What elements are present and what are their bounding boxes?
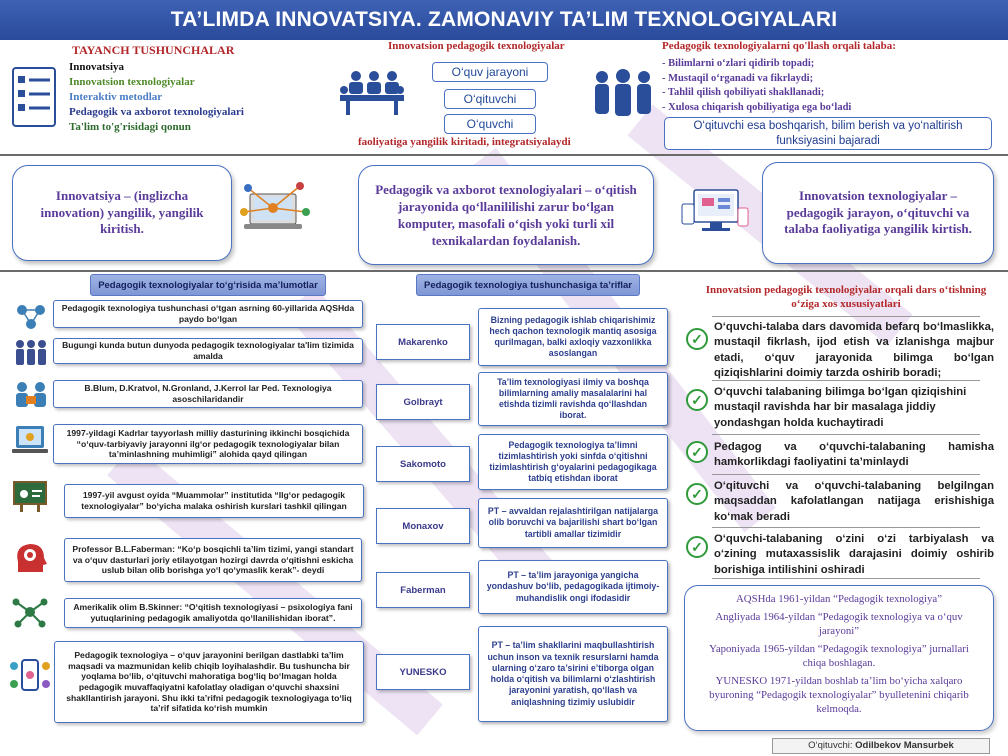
check-icon: ✓	[686, 389, 708, 411]
check-icon: ✓	[686, 441, 708, 463]
info-item: Professor B.L.Faberman: “Ko‘p bosqichli …	[64, 538, 362, 582]
pill-learning-process: O‘quv jarayoni	[432, 62, 548, 82]
concept-item: Ta'lim to'g'risidagi qonun	[69, 121, 191, 133]
author-definition: PT – ta’lim shakllarini maqbullashtirish…	[478, 626, 668, 722]
ability-item: - Mustaqil o‘rganadi va fikrlaydi;	[662, 72, 814, 84]
features-heading: Innovatsion pedagogik texnologiyalar orq…	[705, 284, 987, 310]
concept-item: Pedagogik va axborot texnologiyalari	[69, 106, 244, 118]
key-concepts-list: Innovatsiya Innovatsion texnologiyalar I…	[69, 60, 244, 135]
feature-item: Pedagog va o‘quvchi-talabaning hamisha h…	[714, 441, 994, 469]
history-item: Yaponiyada 1965-yildan “Pedagogik texnol…	[709, 643, 969, 669]
info-item: Pedagogik texnologiya tushunchasi o‘tgan…	[53, 300, 363, 328]
mobile-learning-icon	[8, 656, 52, 694]
author-label: Faberman	[376, 572, 470, 608]
people-group-icon	[12, 338, 50, 368]
history-box: AQSHda 1961-yildan “Pedagogik texnologiy…	[684, 585, 994, 731]
divider	[0, 154, 1008, 156]
molecule-icon	[10, 596, 50, 628]
inn-ped-footer: faoliyatiga yangilik kiritadi, integrats…	[358, 136, 571, 148]
concept-item: Innovatsiya	[69, 61, 125, 73]
innovation-definition-box: Innovatsiya – (inglizcha innovation) yan…	[12, 165, 232, 261]
concept-item: Innovatsion texnologiyalar	[69, 76, 195, 88]
page-title: TA’LIMDA INNOVATSIYA. ZAMONAVIY TA’LIM T…	[0, 0, 1008, 40]
inn-tech-definition-box: Innovatsion texnologiyalar – pedagogik j…	[762, 162, 994, 264]
ability-item: - Tahlil qilish qobiliyati shakllanadi;	[662, 87, 825, 98]
group-people-icon	[595, 69, 651, 116]
brain-head-icon	[10, 540, 50, 576]
history-item: Angliyada 1964-yildan “Pedagogik texnolo…	[715, 611, 963, 637]
author-definition: Pedagogik texnologiya ta’limni tizimlash…	[478, 434, 668, 490]
footer-label: O‘qituvchi:	[808, 740, 853, 751]
people-network-icon	[14, 302, 48, 332]
author-label: Monaxov	[376, 508, 470, 544]
divider	[712, 527, 980, 528]
divider	[712, 474, 980, 475]
feature-item: O‘quvchi talabaning bilimga bo‘lgan qizi…	[714, 386, 967, 429]
author-definition: Ta’lim texnologiyasi ilmiy va boshqa bil…	[478, 372, 668, 426]
info-item: 1997-yildagi Kadrlar tayyorlash milliy d…	[53, 424, 363, 464]
pill-teacher: O‘qituvchi	[444, 89, 536, 109]
concept-item: Interaktiv metodlar	[69, 91, 163, 103]
divider	[712, 316, 980, 317]
author-label: Makarenko	[376, 324, 470, 360]
divider	[712, 434, 980, 435]
info-item: Bugungi kunda butun dunyoda pedagogik te…	[53, 338, 363, 364]
student-abilities-list: - Bilimlarni o‘zlari qidirib topadi; - M…	[662, 57, 851, 115]
info-item: 1997-yil avgust oyida “Muammolar” instit…	[64, 484, 364, 518]
info-item: Amerikalik olim B.Skinner: “O‘qitish tex…	[64, 598, 362, 628]
inn-ped-heading: Innovatsion pedagogik texnologiyalar	[388, 40, 565, 52]
meeting-icon	[340, 71, 404, 115]
author-footer: O‘qituvchi: Odilbekov Mansurbek	[772, 738, 990, 754]
author-label: Golbrayt	[376, 384, 470, 420]
team-icon	[12, 380, 50, 410]
feature-item: O‘quvchi-talabaning o‘zini o‘zi tarbiyal…	[714, 533, 994, 576]
computer-devices-icon	[681, 189, 749, 231]
ped-info-definition-box: Pedagogik va axborot texnologiyalari – o…	[358, 165, 654, 265]
author-definition: PT – ta’lim jarayoniga yangicha yondashu…	[478, 560, 668, 614]
author-label: Sakomoto	[376, 446, 470, 482]
network-laptop-icon	[240, 182, 310, 229]
feature-item: O‘quvchi-talaba dars davomida befarq bo‘…	[714, 321, 994, 379]
pill-student: O‘quvchi	[444, 114, 536, 134]
ability-item: - Bilimlarni o‘zlari qidirib topadi;	[662, 58, 815, 69]
teacher-role-box: O‘qituvchi esa boshqarish, bilim berish …	[664, 117, 992, 150]
tablet-education-icon	[10, 422, 50, 458]
check-icon: ✓	[686, 483, 708, 505]
history-item: AQSHda 1961-yildan “Pedagogik texnologiy…	[735, 593, 942, 605]
info-heading: Pedagogik texnologiyalar to‘g‘risida ma’…	[90, 274, 326, 296]
check-icon: ✓	[686, 328, 708, 350]
check-icon: ✓	[686, 536, 708, 558]
author-label: YUNESKO	[376, 654, 470, 690]
key-concepts-heading: TAYANCH TUSHUNCHALAR	[72, 43, 235, 57]
divider	[0, 270, 1008, 272]
history-item: YUNESKO 1971-yildan boshlab ta’lim bo‘yi…	[709, 675, 969, 715]
divider	[712, 380, 980, 381]
author-definition: Bizning pedagogik ishlab chiqarishimiz h…	[478, 308, 668, 366]
teacher-board-icon	[10, 480, 50, 514]
info-item: B.Blum, D.Kratvol, N.Gronland, J.Kerrol …	[53, 380, 363, 408]
definitions-tab-heading: Pedagogik texnologiya tushunchasiga ta’r…	[416, 274, 640, 296]
feature-item: O‘qituvchi va o‘quvchi-talabaning belgil…	[714, 480, 994, 523]
author-definition: PT – avvaldan rejalashtirilgan natijalar…	[478, 498, 668, 548]
student-via-heading: Pedagogik texnologiyalarni qo'llash orqa…	[662, 40, 896, 52]
divider	[712, 578, 980, 579]
checklist-icon	[12, 67, 56, 127]
ability-item: - Xulosa chiqarish qobiliyatiga ega bo‘l…	[662, 101, 852, 113]
footer-name: Odilbekov Mansurbek	[855, 740, 954, 751]
info-item: Pedagogik texnologiya – o‘quv jarayonini…	[54, 641, 364, 723]
